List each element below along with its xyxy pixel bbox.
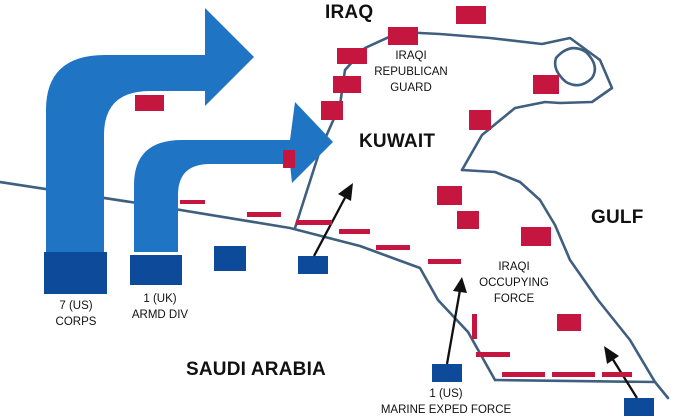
label-republican-guard-line3: GUARD	[390, 82, 432, 94]
iraq-kuwait-border	[338, 30, 614, 172]
gulf-coastline	[460, 168, 657, 384]
coalition-units	[44, 246, 654, 416]
unit-1-uk-armd-div	[130, 255, 182, 285]
label-7-us-corps: 7 (US) CORPS	[38, 298, 114, 330]
advance-arrow-marines-head	[453, 277, 467, 293]
iraqi-defense-line	[376, 245, 410, 250]
label-1-uk-armd-div: 1 (UK) ARMD DIV	[120, 291, 200, 323]
iraqi-units	[135, 6, 632, 377]
unit-7-us-corps	[44, 252, 107, 294]
label-occupying-force-line1: IRAQI	[498, 261, 530, 273]
iraqi-unit	[135, 95, 164, 111]
advance-arrow-marines	[445, 289, 462, 365]
label-republican-guard-line1: IRAQI	[395, 50, 427, 62]
advance-arrow-coastal	[611, 357, 638, 399]
label-7-us-corps-line1: 7 (US)	[59, 300, 93, 312]
label-1-uk-armd-div-line1: 1 (UK)	[143, 293, 177, 305]
iraqi-defense-line	[180, 200, 205, 204]
unit-coalition-reserve	[214, 246, 246, 271]
southern-coastline	[493, 378, 670, 400]
iraqi-defense-line	[602, 372, 632, 377]
label-saudi-arabia: SAUDI ARABIA	[186, 359, 326, 380]
iraqi-unit	[321, 101, 343, 120]
iraqi-defense-line	[428, 259, 461, 264]
iraqi-unit	[521, 227, 551, 246]
iraqi-defense-line	[472, 314, 477, 339]
arrow-1-uk-armd-div	[134, 102, 333, 252]
unit-1-us-marine	[432, 364, 462, 382]
iraqi-unit	[437, 186, 462, 205]
iraqi-defense-line	[502, 372, 545, 377]
label-1-uk-armd-div-line2: ARMD DIV	[131, 309, 189, 321]
iraqi-unit	[457, 211, 479, 229]
unit-kuwait-west-thrust	[298, 256, 328, 274]
label-republican-guard: IRAQI REPUBLICAN GUARD	[370, 48, 452, 96]
bubiyan-island	[553, 46, 597, 87]
label-gulf: GULF	[591, 207, 644, 228]
flanking-arrows	[46, 8, 333, 252]
label-occupying-force-line3: FORCE	[493, 293, 535, 305]
iraqi-defense-line	[552, 372, 595, 377]
advance-arrow-coastal-head	[604, 346, 619, 364]
unit-coastal-thrust	[624, 398, 654, 416]
label-1-us-marine-line1: 1 (US)	[429, 388, 463, 400]
advance-arrow-kuwait-west-head	[338, 183, 353, 201]
iraqi-unit	[557, 314, 581, 331]
arrow-7-us-corps	[46, 8, 254, 252]
iraqi-defense-line	[296, 220, 332, 225]
label-7-us-corps-line2: CORPS	[55, 316, 97, 328]
iraqi-unit	[533, 75, 559, 94]
iraqi-defense-line	[247, 212, 281, 217]
iraqi-unit	[333, 76, 361, 93]
label-occupying-force-line2: OCCUPYING	[479, 277, 549, 289]
iraqi-unit	[469, 110, 491, 130]
iraqi-unit	[283, 150, 295, 168]
iraqi-unit	[337, 48, 367, 64]
iraqi-defense-line	[339, 229, 370, 234]
iraqi-defense-line	[476, 352, 510, 357]
label-republican-guard-line2: REPUBLICAN	[374, 66, 448, 78]
label-iraq: IRAQ	[325, 2, 374, 23]
label-1-us-marine: 1 (US) MARINE EXPED FORCE	[378, 386, 514, 418]
iraqi-unit	[456, 6, 486, 24]
label-kuwait: KUWAIT	[359, 131, 436, 152]
label-occupying-force: IRAQI OCCUPYING FORCE	[472, 259, 556, 307]
label-1-us-marine-line2: MARINE EXPED FORCE	[380, 404, 512, 416]
iraqi-unit	[388, 27, 418, 45]
